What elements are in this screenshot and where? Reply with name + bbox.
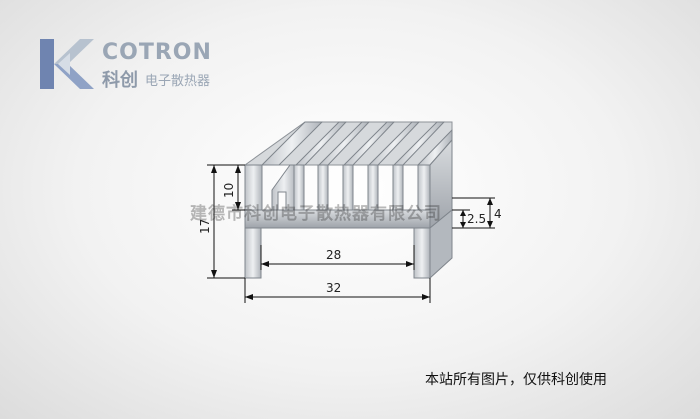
dimension-arrows bbox=[211, 165, 493, 300]
dimension-base-offset-small: 2.5 bbox=[467, 212, 486, 226]
logo-k-icon bbox=[40, 39, 94, 89]
dimension-base-offset-large: 4 bbox=[494, 207, 502, 221]
dimension-inner-width: 28 bbox=[326, 248, 341, 262]
dimension-overall-width: 32 bbox=[326, 281, 341, 295]
company-logo: COTRON 科创 电子散热器 bbox=[40, 39, 240, 99]
dimension-total-height: 17 bbox=[198, 219, 212, 234]
brand-name-en: COTRON bbox=[102, 40, 212, 65]
copyright-notice: 本站所有图片，仅供科创使用 bbox=[425, 372, 607, 388]
brand-tagline: 电子散热器 bbox=[145, 74, 211, 89]
watermark-text: 建德市科创电子散热器有限公司 bbox=[190, 204, 442, 224]
brand-name-cn: 科创 bbox=[102, 70, 138, 91]
dimension-fin-height: 10 bbox=[222, 183, 236, 198]
heatsink-body bbox=[243, 121, 453, 280]
